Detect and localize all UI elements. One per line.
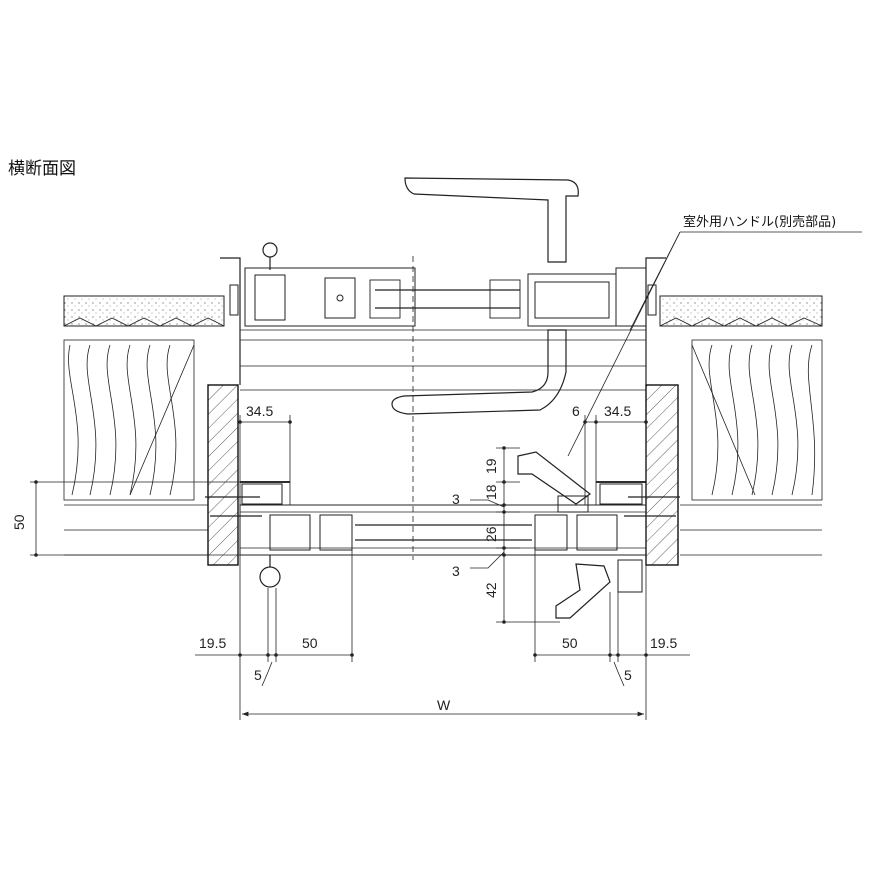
upper-sash (244, 256, 647, 560)
dim-right-50: 50 (562, 635, 578, 651)
dim-right-6: 6 (572, 403, 580, 419)
insulation-right (691, 339, 823, 501)
dim-v-3-bottom: 3 (452, 563, 460, 579)
dim-left-19-5: 19.5 (199, 635, 226, 651)
dim-left-50-vertical: 50 (11, 514, 27, 530)
wood-casing-right (645, 384, 679, 566)
screws (205, 496, 680, 517)
dim-width-w: W (437, 697, 451, 713)
dim-right-34-5: 34.5 (604, 403, 631, 419)
knob-bottom (259, 555, 281, 588)
dim-left-50: 50 (302, 635, 318, 651)
wood-casing-left (207, 384, 239, 566)
dim-left-34-5: 34.5 (246, 403, 273, 419)
dim-v-19: 19 (483, 458, 499, 474)
dim-right-5: 5 (624, 667, 632, 683)
dim-v-18: 18 (483, 484, 499, 500)
exterior-wall-finish (63, 295, 823, 327)
drawing-title: 横断面図 (8, 159, 76, 179)
knob-top (262, 242, 278, 270)
outdoor-handle (517, 451, 643, 619)
dim-v-42: 42 (483, 582, 499, 598)
handle-callout: 室外用ハンドル(別売部品) (567, 214, 862, 457)
interior-boards (64, 504, 822, 556)
insulation-left (63, 339, 195, 501)
dim-left-5: 5 (254, 667, 262, 683)
lever-handle (391, 177, 579, 415)
dim-v-3-top: 3 (452, 491, 460, 507)
callout-label: 室外用ハンドル(別売部品) (683, 214, 836, 230)
dimension-lines (30, 415, 690, 720)
outer-frame (220, 257, 666, 391)
dim-right-19-5: 19.5 (650, 635, 677, 651)
dim-v-26: 26 (483, 526, 499, 542)
